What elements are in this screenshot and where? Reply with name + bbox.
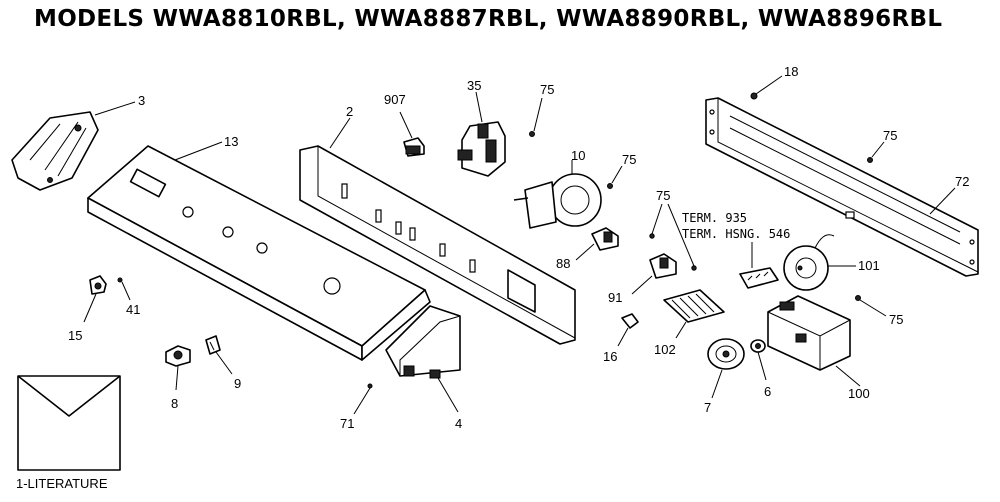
part-102-terminal-block (663, 289, 725, 323)
leader-4 (437, 377, 459, 413)
leader-35 (475, 91, 483, 123)
leader-18 (755, 75, 783, 95)
leader-907 (399, 111, 413, 139)
screw-18 (750, 92, 758, 100)
callout-101: 101 (858, 258, 880, 273)
callout-102: 102 (654, 342, 676, 357)
callout-2: 2 (346, 104, 353, 119)
leader-7 (711, 369, 723, 399)
callout-100: 100 (848, 386, 870, 401)
part-100-timer (767, 295, 851, 371)
literature-envelope-icon (17, 375, 121, 471)
leader-71 (353, 387, 371, 415)
callout-18: 18 (784, 64, 798, 79)
part-71-screw (367, 383, 373, 389)
part-41-screw (117, 277, 123, 283)
callout-7: 7 (704, 400, 711, 415)
callout-15: 15 (68, 328, 82, 343)
screw-75a (529, 131, 535, 137)
part-15-knob (89, 275, 107, 295)
callout-6: 6 (764, 384, 771, 399)
callout-9: 9 (234, 376, 241, 391)
callout-75e: 75 (889, 312, 903, 327)
screw-75e (855, 295, 861, 301)
part-8-knob (165, 345, 191, 367)
leader-15 (83, 293, 97, 323)
leader-9 (215, 351, 233, 375)
terminal-housing (739, 267, 779, 289)
callout-4: 4 (455, 416, 462, 431)
part-2-bracket (299, 145, 576, 345)
part-7-knob (707, 338, 745, 370)
leader-100 (835, 365, 861, 387)
part-6-spacer (750, 339, 766, 353)
callout-75a: 75 (540, 82, 554, 97)
leader-6 (757, 351, 767, 381)
leader-102 (675, 321, 687, 339)
term-935-label: TERM. 935 (682, 211, 747, 225)
part-10-actuator (513, 173, 602, 229)
callout-75b: 75 (622, 152, 636, 167)
callout-41: 41 (126, 302, 140, 317)
leader-75c (871, 141, 885, 158)
part-91-switch (649, 253, 677, 279)
leader-72 (929, 187, 956, 215)
screw-75c (867, 157, 873, 163)
callout-72: 72 (955, 174, 969, 189)
part-16-clip (621, 313, 639, 329)
part-9-clip (205, 335, 221, 355)
callout-10: 10 (571, 148, 585, 163)
term-hsng-546-label: TERM. HSNG. 546 (682, 227, 790, 241)
leader-88 (575, 243, 595, 261)
leader-75-pair-a (651, 203, 663, 235)
diagram-title: MODELS WWA8810RBL, WWA8887RBL, WWA8890RB… (34, 6, 943, 32)
part-101-timer-motor (783, 234, 835, 291)
callout-88: 88 (556, 256, 570, 271)
literature-label: 1-LITERATURE (16, 476, 108, 491)
leader-13 (174, 141, 223, 161)
screw-75b (607, 183, 613, 189)
leader-2 (329, 117, 351, 149)
callout-8: 8 (171, 396, 178, 411)
callout-13: 13 (224, 134, 238, 149)
part-907-clip (403, 137, 425, 157)
part-35-switch (457, 121, 506, 177)
callout-35: 35 (467, 78, 481, 93)
part-4-end-cap (385, 305, 461, 379)
callout-91: 91 (608, 290, 622, 305)
leader-16 (617, 327, 629, 347)
leader-91 (631, 275, 653, 295)
callout-75-pair: 75 (656, 188, 670, 203)
leader-75e (859, 299, 887, 317)
leader-75a (533, 97, 543, 132)
leader-75-pair-b (667, 203, 695, 267)
part-88-switch (591, 227, 619, 251)
callout-3: 3 (138, 93, 145, 108)
part-72-rear-panel (705, 97, 979, 277)
leader-3 (94, 101, 136, 116)
leader-41 (121, 281, 131, 301)
part-13-console (87, 145, 431, 361)
callout-71: 71 (340, 416, 354, 431)
callout-907: 907 (384, 92, 406, 107)
screw-75-near-91 (691, 265, 697, 271)
leader-8 (175, 365, 179, 391)
part-3-end-cap (11, 111, 99, 191)
leader-75b (611, 165, 623, 184)
callout-16: 16 (603, 349, 617, 364)
callout-75c: 75 (883, 128, 897, 143)
screw-75-near-88 (649, 233, 655, 239)
